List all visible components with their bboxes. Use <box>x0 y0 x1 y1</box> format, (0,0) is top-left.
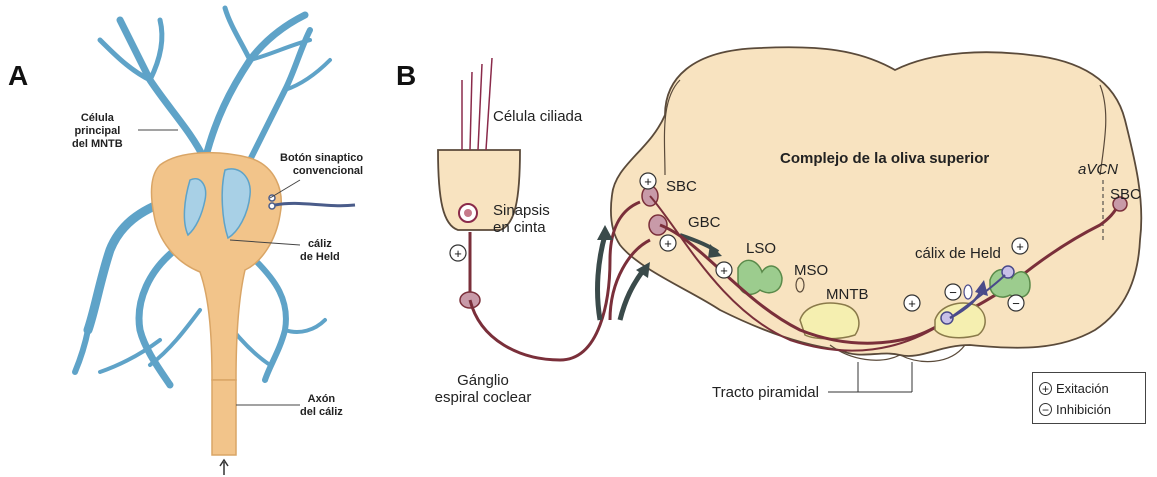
plus-icon: + <box>1039 382 1052 395</box>
svg-text:+: + <box>1016 239 1024 254</box>
label-mntb: MNTB <box>826 286 869 303</box>
svg-text:+: + <box>644 174 652 189</box>
legend-excitation-label: Exitación <box>1056 381 1109 396</box>
label-hair-cell: Célula ciliada <box>493 108 582 125</box>
legend-inhibition: − Inhibición <box>1039 402 1111 417</box>
svg-text:+: + <box>664 236 672 251</box>
label-ribbon-synapse: Sinapsis en cinta <box>493 202 550 236</box>
label-avcn: aVCN <box>1078 161 1118 178</box>
label-pyramidal-tract: Tracto piramidal <box>712 384 819 401</box>
minus-icon: − <box>1039 403 1052 416</box>
svg-text:−: − <box>949 285 957 300</box>
svg-text:+: + <box>720 263 728 278</box>
legend-excitation: + Exitación <box>1039 381 1109 396</box>
label-spiral-ganglion: Gánglio espiral coclear <box>425 372 541 406</box>
label-sbc-left: SBC <box>666 178 697 195</box>
legend-inhibition-label: Inhibición <box>1056 402 1111 417</box>
label-gbc: GBC <box>688 214 721 231</box>
svg-text:+: + <box>454 246 462 261</box>
label-calyx-held: cálix de Held <box>915 245 1001 262</box>
svg-text:−: − <box>1012 296 1020 311</box>
legend: + Exitación − Inhibición <box>1032 372 1146 424</box>
svg-text:+: + <box>908 296 916 311</box>
label-complex-title: Complejo de la oliva superior <box>780 150 989 167</box>
label-mso: MSO <box>794 262 828 279</box>
label-lso: LSO <box>746 240 776 257</box>
label-sbc-right: SBC <box>1110 186 1141 203</box>
